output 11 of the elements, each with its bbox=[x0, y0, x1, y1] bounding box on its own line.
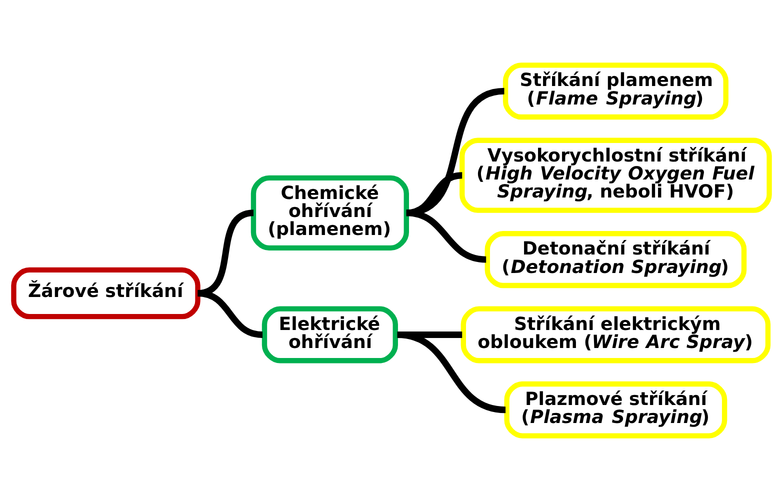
connector bbox=[406, 210, 486, 263]
node-box: Žárové stříkání bbox=[11, 267, 200, 320]
node-box: Plazmové stříkání (Plasma Spraying) bbox=[504, 381, 728, 438]
connector bbox=[396, 332, 506, 414]
node-box: Detonační stříkání (Detonation Spraying) bbox=[484, 231, 747, 288]
node-box: Stříkání elektrickým obloukem (Wire Arc Spray) bbox=[460, 306, 771, 364]
node-box: Vysokorychlostní stříkání (High Velocity Oxygen Fuel Spraying, neboli HVOF) bbox=[460, 138, 772, 213]
connector bbox=[197, 290, 263, 338]
node-box: Stříkání plamenem (Flame Spraying) bbox=[502, 62, 728, 120]
node-box: Elektrické ohřívání bbox=[262, 306, 398, 364]
node-box: Chemické ohřívání (plamenem) bbox=[250, 175, 409, 250]
